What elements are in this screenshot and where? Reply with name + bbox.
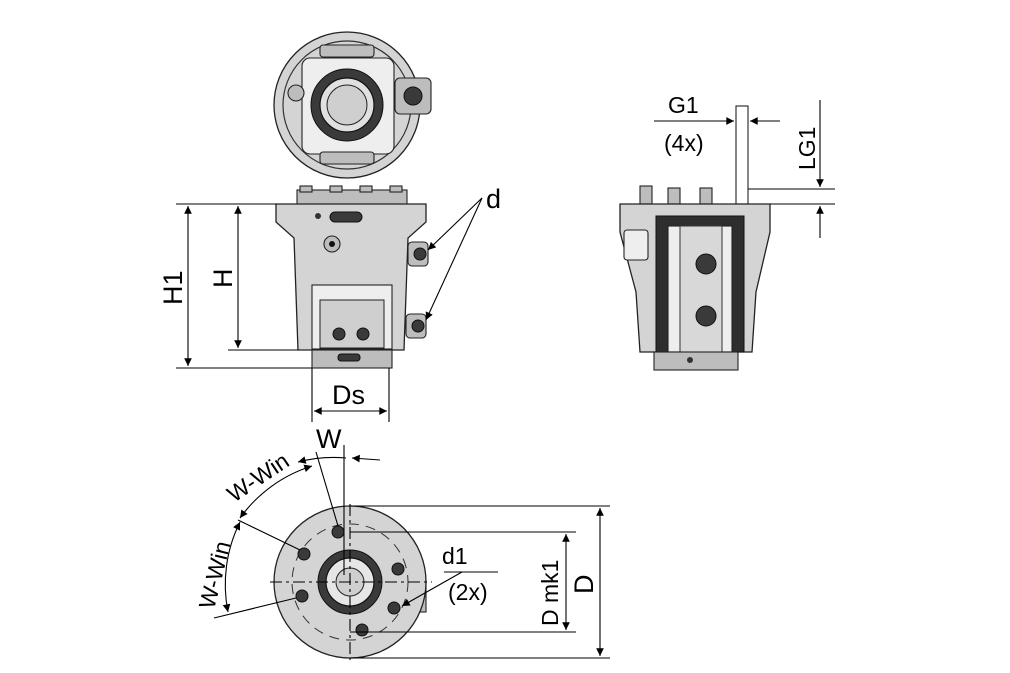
label-G1: G1 bbox=[668, 92, 699, 118]
front-view bbox=[275, 185, 429, 369]
label-d: d bbox=[486, 184, 501, 214]
label-D-mk1: D mk1 bbox=[537, 560, 563, 626]
label-H: H bbox=[208, 269, 238, 289]
label-LG1: LG1 bbox=[794, 127, 820, 170]
label-d1-count: (2x) bbox=[448, 579, 488, 605]
label-Ds: Ds bbox=[332, 380, 365, 410]
label-D: D bbox=[569, 575, 599, 595]
side-view bbox=[619, 105, 771, 371]
label-W-Win-top: W-Win bbox=[222, 447, 293, 507]
label-W: W bbox=[316, 424, 342, 454]
label-H1: H1 bbox=[158, 270, 188, 305]
bottom-view bbox=[270, 445, 432, 660]
label-W-Win-left: W-Win bbox=[194, 538, 236, 611]
top-view bbox=[273, 31, 432, 179]
label-G1-count: (4x) bbox=[664, 130, 704, 156]
label-d1: d1 bbox=[442, 543, 468, 569]
